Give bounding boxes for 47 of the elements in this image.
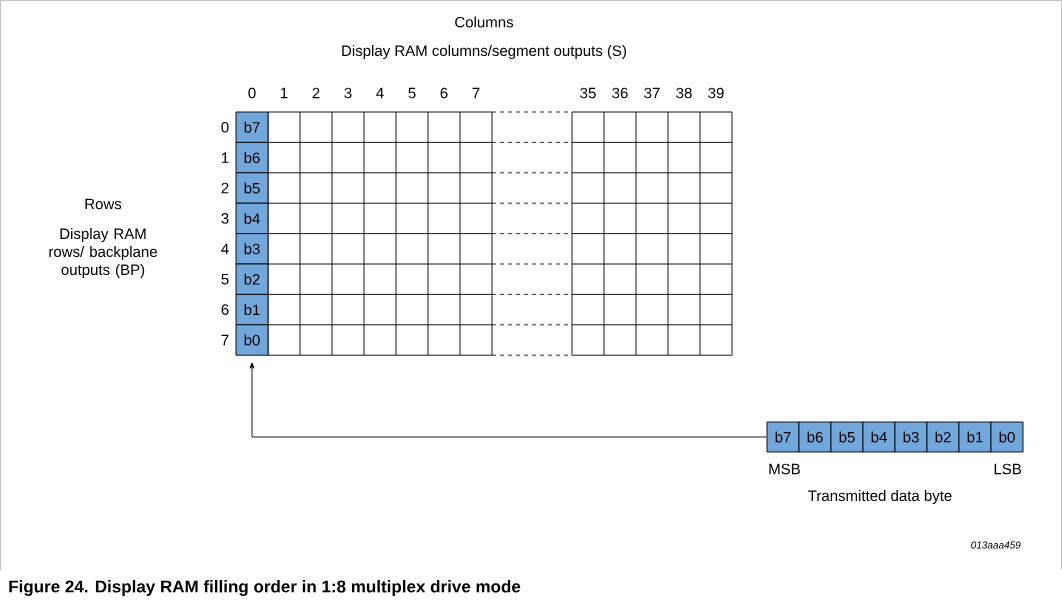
row-number: 7 bbox=[221, 334, 229, 346]
bit-cell: b4 bbox=[862, 421, 896, 453]
memory-cell: b2 bbox=[235, 263, 269, 295]
column-number: 37 bbox=[644, 87, 660, 99]
memory-cell: b4 bbox=[235, 202, 269, 235]
column-number: 4 bbox=[376, 87, 384, 99]
byte-caption: Transmitted data byte bbox=[808, 490, 952, 504]
column-number: 36 bbox=[612, 87, 628, 99]
bit-cell: b2 bbox=[926, 421, 960, 453]
axis-title: Columns bbox=[455, 16, 514, 28]
row-number: 1 bbox=[222, 152, 229, 163]
axis-title: Rows bbox=[85, 198, 122, 210]
memory-cell: b6 bbox=[235, 141, 269, 174]
row-number: 3 bbox=[221, 213, 229, 224]
column-number: 38 bbox=[676, 87, 692, 99]
memory-cell: b5 bbox=[235, 172, 269, 204]
memory-cell: b1 bbox=[235, 293, 269, 326]
memory-cell: b3 bbox=[235, 233, 269, 265]
row-number: 0 bbox=[221, 121, 229, 133]
column-number: 3 bbox=[344, 87, 352, 99]
column-number: 39 bbox=[708, 87, 724, 99]
bit-label: MSB bbox=[769, 463, 800, 475]
column-number: 35 bbox=[580, 87, 596, 99]
bit-cell: b7 bbox=[766, 421, 800, 453]
memory-cell: b7 bbox=[235, 111, 269, 143]
arrow bbox=[249, 362, 767, 438]
row-number: 4 bbox=[221, 243, 229, 254]
bit-label: LSB bbox=[994, 463, 1021, 475]
axis-description: Display RAM columns/segment outputs (S) bbox=[342, 45, 626, 59]
column-number: 1 bbox=[281, 87, 288, 99]
row-number: 5 bbox=[221, 273, 229, 285]
bit-cell: b0 bbox=[990, 421, 1024, 453]
figure-caption: Figure 24. Display RAM filling order in 1:8 multiplex drive mode bbox=[9, 580, 521, 596]
column-number: 2 bbox=[312, 87, 320, 99]
row-number: 2 bbox=[221, 182, 229, 194]
bit-cell: b1 bbox=[958, 421, 992, 453]
memory-cell: b0 bbox=[235, 324, 269, 356]
column-number: 7 bbox=[472, 87, 480, 99]
bit-cell: b3 bbox=[894, 421, 928, 453]
column-number: 5 bbox=[408, 87, 416, 99]
column-number: 0 bbox=[248, 87, 256, 99]
row-number: 6 bbox=[221, 304, 229, 315]
bit-cell: b5 bbox=[830, 421, 864, 453]
column-number: 6 bbox=[440, 87, 448, 99]
figure-id: 013aaa459 bbox=[971, 541, 1021, 549]
axis-description: Display RAM rows/ backplane outputs (BP) bbox=[49, 228, 157, 278]
bit-cell: b6 bbox=[798, 421, 832, 453]
